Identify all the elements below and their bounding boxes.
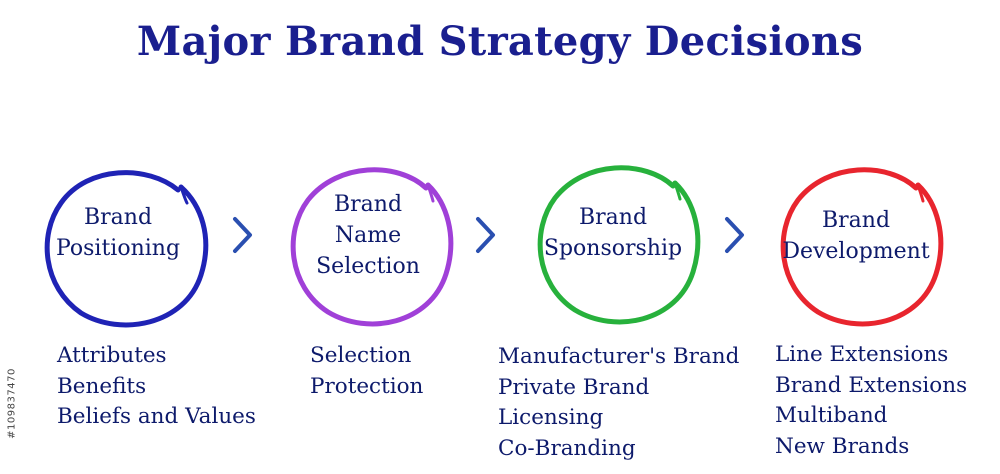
step-label-name-selection: Brand Name Selection xyxy=(293,189,443,282)
chevron-right-icon xyxy=(233,217,252,253)
ring-tail xyxy=(916,183,925,203)
label-line: Brand xyxy=(333,192,403,217)
step-ring-development xyxy=(780,167,944,327)
step-label-positioning: Brand Positioning xyxy=(43,202,193,264)
label-line: Brand xyxy=(83,205,153,230)
ring-tail xyxy=(673,181,682,201)
list-item: Attributes xyxy=(57,343,167,368)
step-label-sponsorship: Brand Sponsorship xyxy=(533,202,693,264)
list-item: Brand Extensions xyxy=(775,372,968,398)
label-line: Brand xyxy=(821,208,891,233)
ring-stroke xyxy=(44,170,209,328)
list-item: Benefits xyxy=(57,373,147,399)
label-line: Brand xyxy=(578,205,648,230)
list-item: Selection xyxy=(310,343,412,368)
ring-stroke xyxy=(780,167,944,327)
list-item: Co-Branding xyxy=(498,435,636,461)
item-list-name-selection: Selection Protection xyxy=(310,341,423,402)
step-label-development: Brand Development xyxy=(776,205,936,267)
item-list-sponsorship: Manufacturer's Brand Private Brand Licen… xyxy=(498,342,739,464)
ring-tail xyxy=(426,183,435,203)
list-item: New Brands xyxy=(775,433,910,459)
step-ring-positioning xyxy=(44,170,209,328)
list-item: Licensing xyxy=(498,405,604,430)
label-line: Name xyxy=(334,223,402,248)
list-item: Multiband xyxy=(775,403,888,428)
item-list-positioning: Attributes Benefits Beliefs and Values xyxy=(57,341,256,433)
chevron-right-icon xyxy=(476,217,495,253)
item-list-development: Line Extensions Brand Extensions Multiba… xyxy=(775,340,967,462)
stock-image-id: #109837470 xyxy=(6,368,18,439)
label-line: Sponsorship xyxy=(543,236,683,261)
label-line: Selection xyxy=(316,254,420,279)
list-item: Line Extensions xyxy=(775,342,949,367)
diagram-title: Major Brand Strategy Decisions xyxy=(136,18,864,65)
list-item: Manufacturer's Brand xyxy=(498,344,740,369)
step-ring-sponsorship xyxy=(537,165,701,325)
list-item: Private Brand xyxy=(498,374,650,400)
label-line: Development xyxy=(782,239,930,264)
label-line: Positioning xyxy=(55,236,181,261)
ring-stroke xyxy=(537,165,701,325)
step-ring-name-selection xyxy=(290,167,454,327)
list-item: Protection xyxy=(310,373,424,399)
ring-stroke xyxy=(290,167,454,327)
ring-tail xyxy=(179,185,189,205)
list-item: Beliefs and Values xyxy=(57,404,256,429)
chevron-right-icon xyxy=(725,217,744,253)
